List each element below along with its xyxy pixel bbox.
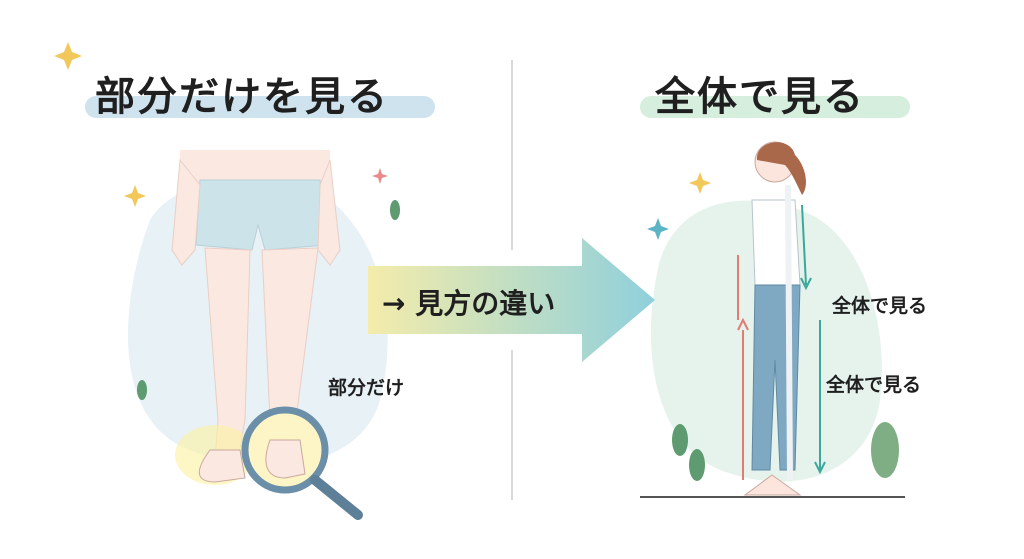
center-arrow-label: → 見方の違い — [382, 287, 556, 320]
center-arrow — [368, 238, 655, 362]
legs-figure — [171, 150, 341, 485]
whole-view-label-2: 全体で見る — [826, 374, 922, 396]
part-only-label: 部分だけ — [328, 377, 405, 399]
right-panel-title: 全体で見る — [655, 74, 865, 120]
plant-decoration — [137, 200, 899, 481]
panel-divider-bottom — [511, 350, 513, 500]
left-panel-title: 部分だけを見る — [95, 74, 389, 120]
magnifying-glass-icon — [241, 406, 363, 520]
panel-divider-top — [511, 60, 513, 250]
standing-woman-figure — [640, 141, 905, 498]
right-title-highlight — [640, 96, 910, 118]
whole-view-label-1: 全体で見る — [832, 295, 928, 317]
posture-arrows — [737, 204, 826, 480]
sparkle-decoration — [54, 42, 711, 240]
left-title-highlight — [85, 96, 435, 118]
